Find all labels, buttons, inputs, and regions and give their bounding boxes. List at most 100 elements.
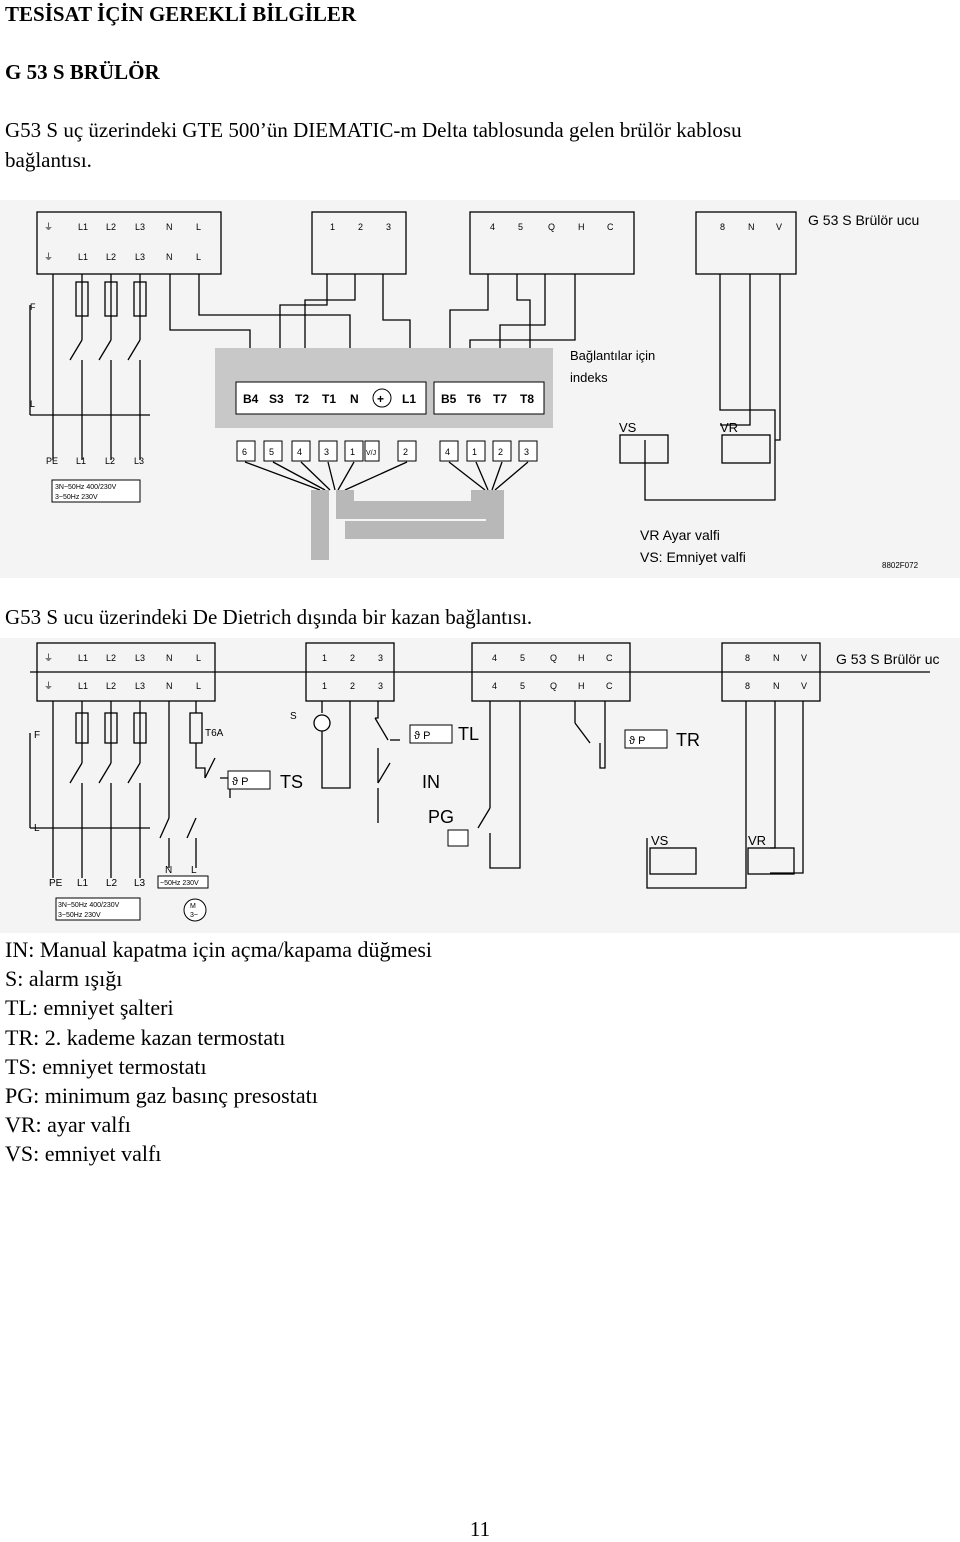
d2-d-6: V [801,681,807,691]
d1-c-4: H [578,222,585,232]
d2-sup-2: L1 [77,878,89,889]
d1-b-2: 2 [358,222,363,232]
legend-VS: VS: emniyet valfı [5,1141,162,1167]
d2-rating-1: 3N~50Hz 400/230V [58,902,120,909]
d1-a-top-2: L1 [78,222,88,232]
legend-S: S: alarm ışığı [5,966,123,992]
d1-b-3: 3 [386,222,391,232]
legend-VR: VR: ayar valfı [5,1112,131,1138]
d2-sup-1: PE [49,878,63,889]
d2-S: S [290,711,297,722]
d1-conn-6: L1 [402,392,416,406]
d2-c-6: 4 [492,681,497,691]
d1-VS: VS [619,420,637,435]
d2-a-1: ⏚ [44,653,53,663]
heading-main: TESİSAT İÇİN GEREKLİ BİLGİLER [5,2,357,26]
d1-legend-VS: VS: Emniyet valfi [640,549,746,565]
d1-conn-1: B4 [243,392,259,406]
d2-c-2: 5 [520,653,525,663]
d2-b-4: 1 [322,681,327,691]
d2-a-11: N [166,681,173,691]
d1-a-bot-5: N [166,252,173,262]
d1-wn-1: 6 [242,447,247,457]
d2-PG: PG [428,807,454,827]
d2-d-5: N [773,681,780,691]
d1-a-bot-4: L3 [135,252,145,262]
d2-c-10: C [606,681,613,691]
d2-a-3: L2 [106,653,116,663]
intro-line-1: G53 S uç üzerindeki GTE 500’ün DIEMATIC-… [5,118,742,142]
d1-wn-4: 3 [324,447,329,457]
d1-c-3: Q [548,222,555,232]
d2-L: L [34,823,40,834]
d1-conn-5: N [350,392,359,406]
d2-d-1: 8 [745,653,750,663]
legend-PG: PG: minimum gaz basınç presostatı [5,1083,318,1109]
d2-c-3: Q [550,653,557,663]
d1-c-2: 5 [518,222,523,232]
d2-c-7: 5 [520,681,525,691]
d1-a-top-5: N [166,222,173,232]
d2-rating-2: 3~50Hz 230V [58,912,101,919]
d2-TS: TS [280,772,303,792]
d1-sup-3: L2 [105,456,115,466]
d2-ts-sym: ϑ P [232,776,248,788]
d1-wn-9: 1 [472,447,477,457]
page-number: 11 [469,1517,491,1541]
ground-icon [372,388,392,408]
d2-a-4: L3 [135,653,145,663]
d2-c-5: C [606,653,613,663]
d2-a-5: N [166,653,173,663]
d2-VS: VS [651,833,669,848]
d1-conn-8: T6 [467,392,481,406]
d1-note-2: indeks [570,370,608,385]
d1-F: F [30,302,36,312]
d2-d-2: N [773,653,780,663]
d1-conn-2: S3 [269,392,284,406]
d1-conn-10: T8 [520,392,534,406]
motor-icon [183,898,207,922]
svg-text:+: + [377,392,384,406]
d1-VR: VR [720,420,738,435]
symbol-legend: IN: Manual kapatma için açma/kapama düğm… [5,935,432,1169]
d1-wn-2: 5 [269,447,274,457]
d2-a-7: ⏚ [44,681,53,691]
d1-a-bot-6: L [196,252,201,262]
heading-burner: G 53 S BRÜLÖR [5,60,160,84]
d2-motor-M: M [190,903,196,910]
d2-sup-4: L3 [134,878,146,889]
d1-wn-10: 2 [498,447,503,457]
section2-text: G53 S ucu üzerindeki De Dietrich dışında… [5,605,533,629]
d1-a-bot-1: ⏚ [44,252,53,262]
d1-conn-4: T1 [322,392,336,406]
d1-sup-2: L1 [76,456,86,466]
d1-legend-VR: VR Ayar valfi [640,527,720,543]
d1-a-top-3: L2 [106,222,116,232]
d1-wn-11: 3 [524,447,529,457]
d2-b-1: 1 [322,653,327,663]
d1-d-1: 8 [720,222,725,232]
d1-a-top-4: L3 [135,222,145,232]
d1-a-top-1: ⏚ [44,222,53,232]
d1-wn-3: 4 [297,447,302,457]
d1-b-1: 1 [330,222,335,232]
d2-b-6: 3 [378,681,383,691]
d1-wn-5: 1 [350,447,355,457]
d2-c-1: 4 [492,653,497,663]
d2-b-2: 2 [350,653,355,663]
d1-a-top-6: L [196,222,201,232]
d1-wn-8: 4 [445,447,450,457]
legend-IN: IN: Manual kapatma için açma/kapama düğm… [5,937,433,962]
svg-text:ϑ P: ϑ P [414,730,430,742]
d2-IN: IN [422,772,440,792]
intro-line-2: bağlantısı. [5,148,92,172]
d1-sup-1: PE [46,456,58,466]
d2-b-3: 3 [378,653,383,663]
d1-note-1: Bağlantılar için [570,348,655,363]
d2-motor-3: 3~ [190,912,198,919]
d1-c-1: 4 [490,222,495,232]
d2-a-10: L3 [135,681,145,691]
d1-L: L [30,399,35,409]
d2-b-5: 2 [350,681,355,691]
d2-a-2: L1 [78,653,88,663]
